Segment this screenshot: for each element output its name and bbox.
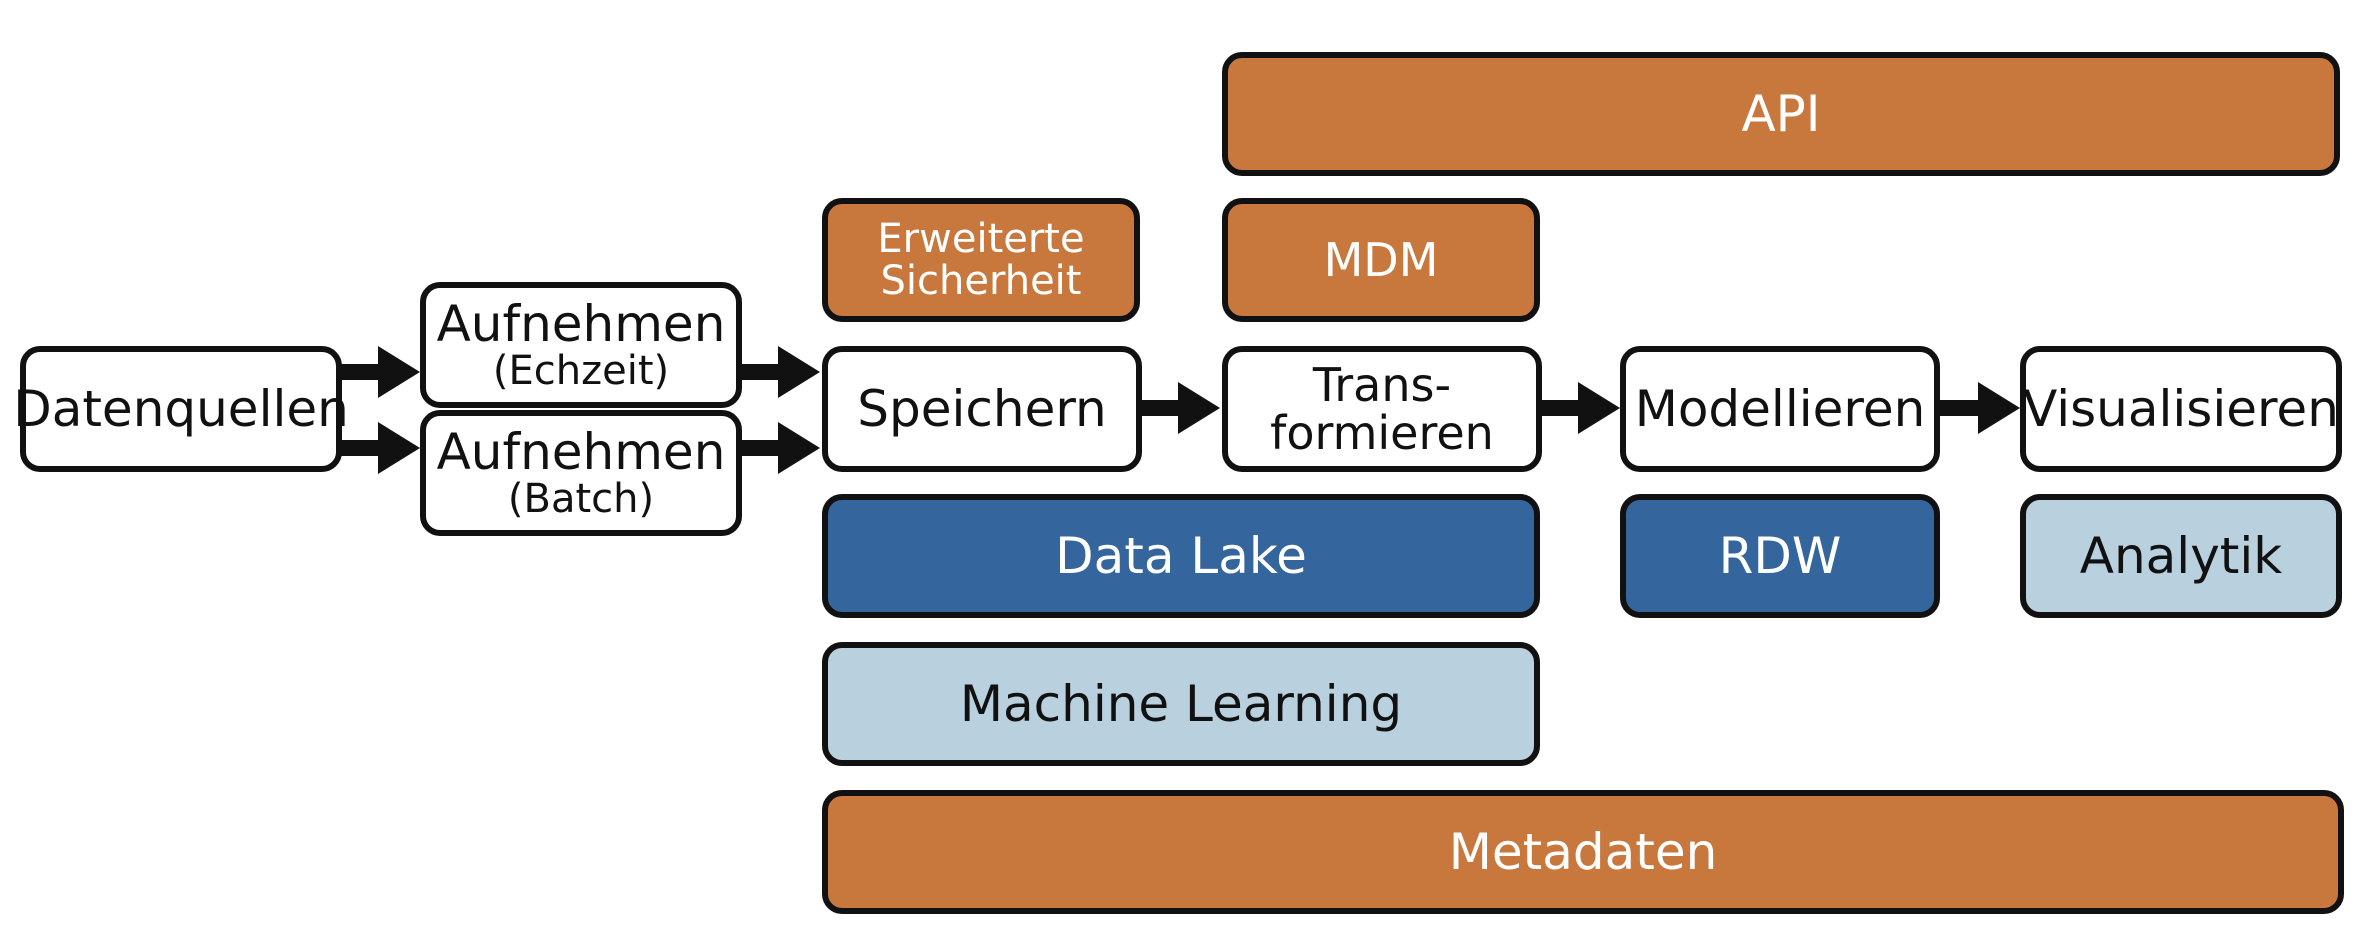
data-lake-label: Data Lake [1055, 526, 1307, 585]
api-layer: API [1222, 52, 2340, 176]
node-aufnehmen-echtzeit-sub: (Echzeit) [492, 348, 670, 395]
node-aufnehmen-batch-title: Aufnehmen [436, 422, 726, 481]
arrow-aufnehmen-echtzeit-to-speichern [742, 346, 820, 398]
machine-learning-label: Machine Learning [959, 674, 1403, 733]
mdm-layer: MDM [1222, 198, 1540, 322]
arrow-transformieren-to-modellieren [1542, 382, 1620, 434]
metadaten-label: Metadaten [1448, 822, 1718, 881]
arrow-datenquellen-to-aufnehmen-echtzeit [340, 346, 420, 398]
node-visualisieren-label: Visualisieren [2023, 379, 2339, 438]
node-speichern-label: Speichern [857, 379, 1107, 438]
api-label: API [1741, 84, 1821, 143]
node-datenquellen-label: Datenquellen [13, 379, 349, 438]
machine-learning-layer: Machine Learning [822, 642, 1540, 766]
erweiterte-sicherheit-label-line1: Erweiterte [877, 216, 1085, 262]
node-modellieren-label: Modellieren [1634, 379, 1926, 438]
node-transformieren: Trans- formieren [1222, 346, 1542, 472]
erweiterte-sicherheit-label-line2: Sicherheit [880, 258, 1082, 304]
metadaten-layer: Metadaten [822, 790, 2344, 914]
mdm-label: MDM [1323, 232, 1439, 287]
rdw-layer: RDW [1620, 494, 1940, 618]
node-visualisieren: Visualisieren [2020, 346, 2342, 472]
erweiterte-sicherheit-layer: Erweiterte Sicherheit [822, 198, 1140, 322]
node-speichern: Speichern [822, 346, 1142, 472]
arrow-datenquellen-to-aufnehmen-batch [340, 422, 420, 474]
node-aufnehmen-echtzeit: Aufnehmen (Echzeit) [420, 282, 742, 408]
arrow-speichern-to-transformieren [1142, 382, 1220, 434]
analytik-layer: Analytik [2020, 494, 2342, 618]
node-aufnehmen-echtzeit-title: Aufnehmen [436, 294, 726, 353]
node-datenquellen: Datenquellen [13, 346, 349, 472]
node-transformieren-line2: formieren [1270, 406, 1494, 460]
arrow-modellieren-to-visualisieren [1940, 382, 2020, 434]
arrow-aufnehmen-batch-to-speichern [742, 422, 820, 474]
data-lake-layer: Data Lake [822, 494, 1540, 618]
node-transformieren-line1: Trans- [1312, 357, 1452, 412]
node-aufnehmen-batch: Aufnehmen (Batch) [420, 410, 742, 536]
node-aufnehmen-batch-sub: (Batch) [507, 476, 655, 523]
analytik-label: Analytik [2079, 526, 2283, 585]
rdw-label: RDW [1718, 526, 1842, 585]
node-modellieren: Modellieren [1620, 346, 1940, 472]
